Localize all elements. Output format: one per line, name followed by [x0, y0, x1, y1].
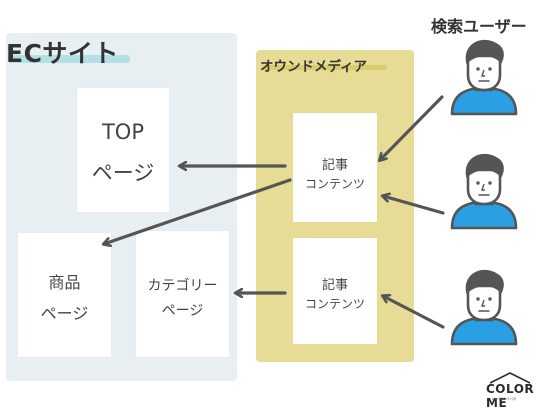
- arrow-user2-to-article: [383, 196, 445, 215]
- owned-media-title: オウンドメディア: [260, 59, 368, 75]
- product-page-label-line1: 商品: [48, 273, 81, 292]
- article-2-label-line2: コンテンツ: [304, 297, 365, 311]
- top-page-card: TOP ページ: [77, 88, 169, 212]
- arrow-article-to-product-page: [104, 178, 292, 244]
- category-page-label-line2: ページ: [161, 303, 204, 319]
- search-users-title: 検索ユーザー: [431, 17, 527, 36]
- article-1-label-line2: コンテンツ: [304, 177, 365, 191]
- product-page-label-line2: ページ: [40, 304, 89, 323]
- top-page-label-line1: TOP: [101, 120, 145, 144]
- search-user-icon: [450, 39, 518, 116]
- media-title-highlight: [262, 65, 387, 70]
- top-page-label-line2: ページ: [91, 161, 155, 185]
- search-user-icon: [450, 153, 518, 230]
- brand-tagline: by GMOペパボ: [492, 397, 517, 401]
- product-page-card: 商品 ページ: [18, 233, 111, 357]
- article-2-label-line1: 記事: [321, 278, 348, 293]
- category-page-label-line1: カテゴリー: [147, 278, 218, 294]
- arrow-user1-to-article: [380, 95, 444, 160]
- search-user-icon: [450, 269, 518, 346]
- brand-logo-icon: [489, 372, 531, 384]
- article-content-card-2: 記事 コンテンツ: [293, 238, 377, 344]
- brand-name: COLOR ME: [486, 382, 535, 410]
- article-1-label-line1: 記事: [321, 158, 348, 173]
- ec-title-highlight: [8, 55, 130, 63]
- arrow-user3-to-article: [383, 296, 445, 329]
- article-content-card-1: 記事 コンテンツ: [293, 113, 377, 222]
- category-page-card: カテゴリー ページ: [136, 231, 229, 357]
- ec-site-title: ECサイト: [6, 39, 119, 68]
